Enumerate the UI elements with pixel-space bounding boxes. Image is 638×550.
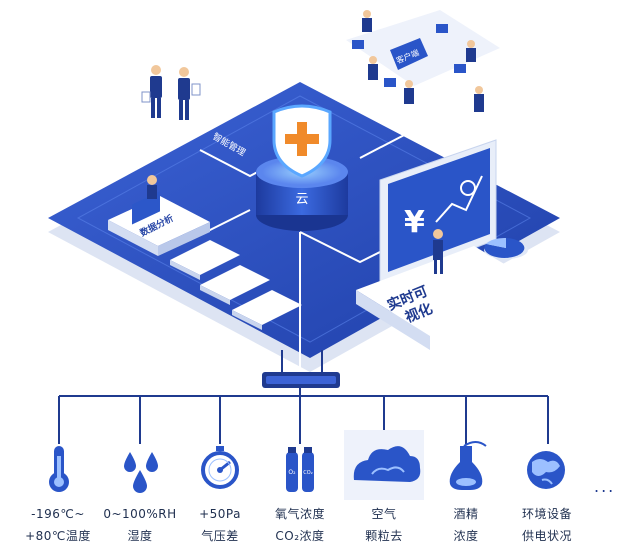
currency-symbol: ¥ xyxy=(404,205,425,240)
sensor-label-line1: -196℃~ xyxy=(31,507,85,521)
sensor-label-temperature: -196℃~ +80℃温度 xyxy=(13,503,103,547)
sensor-label-pressure: +50Pa 气压差 xyxy=(175,503,265,547)
data-analysis-panel: 数据分析 xyxy=(108,175,210,256)
sensor-label-line2: 供电状况 xyxy=(521,529,572,543)
flask-icon xyxy=(449,441,487,490)
cloud-label: 云 xyxy=(295,192,308,207)
router-icon xyxy=(262,350,340,388)
cloud-core: 云 xyxy=(256,104,348,231)
sensor-label-line2: +80℃温度 xyxy=(25,529,91,543)
sensor-label-line1: 环境设备 xyxy=(521,507,572,521)
sensor-label-environment: 环境设备 供电状况 xyxy=(502,503,592,547)
network-lines xyxy=(58,388,549,444)
sensor-label-line1: +50Pa xyxy=(199,507,241,521)
sensor-label-line2: 颗粒去 xyxy=(365,529,403,543)
sensor-label-line2: 湿度 xyxy=(127,529,153,543)
managers xyxy=(141,65,201,120)
sensor-label-gas: 氧气浓度 CO₂浓度 xyxy=(255,503,345,547)
water-drops-icon xyxy=(124,452,158,493)
more-sensors-ellipsis: ... xyxy=(594,477,616,496)
sensor-label-line1: 空气 xyxy=(371,507,397,521)
sensor-label-humidity: 0~100%RH 湿度 xyxy=(95,503,185,547)
sensor-label-line2: 气压差 xyxy=(201,529,239,543)
realtime-visual-display: ¥ 实时可 视化 xyxy=(356,139,548,350)
sensor-label-line2: 浓度 xyxy=(453,529,479,543)
shield-icon xyxy=(272,104,332,178)
gas-cylinder-icon: O₂ CO₂ xyxy=(286,447,314,492)
gauge-icon xyxy=(201,446,239,489)
steps xyxy=(170,240,302,330)
cylinder-right-label: CO₂ xyxy=(303,470,312,476)
cylinder-left-label: O₂ xyxy=(288,469,296,476)
sensor-label-line1: 酒精 xyxy=(453,507,479,521)
thermometer-icon xyxy=(49,446,69,492)
sensor-label-line1: 氧气浓度 xyxy=(274,507,325,521)
sensor-label-alcohol: 酒精 浓度 xyxy=(421,503,511,547)
cloud-icon xyxy=(344,430,424,500)
client-office: 客户端 xyxy=(346,10,500,112)
sensor-label-air: 空气 颗粒去 xyxy=(339,503,429,547)
globe-icon xyxy=(527,451,565,489)
sensor-label-line2: CO₂浓度 xyxy=(275,529,325,543)
sensor-label-line1: 0~100%RH xyxy=(103,507,177,521)
